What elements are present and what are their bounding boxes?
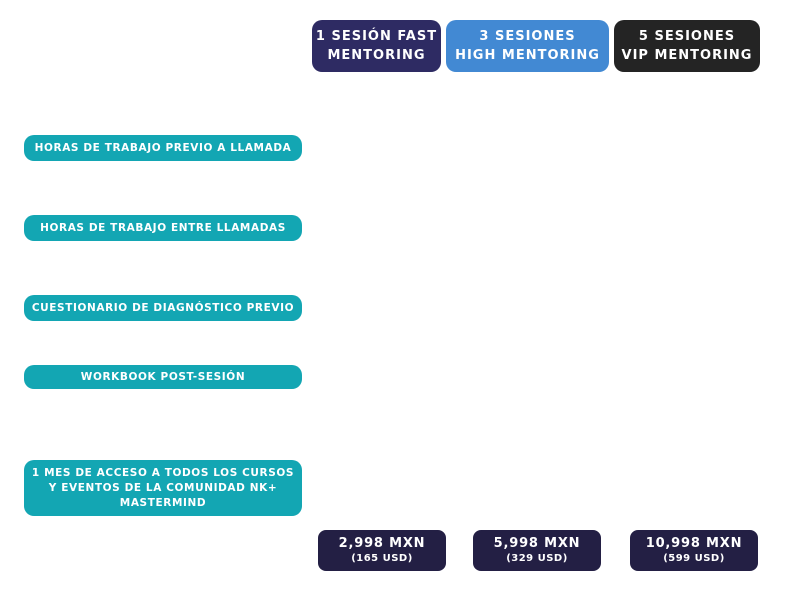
- feature-label-between-calls-hours: HORAS DE TRABAJO ENTRE LLAMADAS: [24, 215, 302, 241]
- feature-label-prework-hours: HORAS DE TRABAJO PREVIO A LLAMADA: [24, 135, 302, 161]
- feature-label-workbook: WORKBOOK POST-SESIÓN: [24, 365, 302, 389]
- price-badge-vip[interactable]: 10,998 MXN (599 USD): [630, 530, 758, 571]
- plan-title-line2: MENTORING: [327, 48, 426, 63]
- feature-label-diagnostic-questionnaire: CUESTIONARIO DE DIAGNÓSTICO PREVIO: [24, 295, 302, 321]
- plan-title-line2: VIP MENTORING: [621, 48, 753, 63]
- price-usd: (599 USD): [663, 552, 725, 564]
- plan-header-fast-mentoring[interactable]: 1 SESIÓN FAST MENTORING: [312, 20, 441, 72]
- price-usd: (165 USD): [351, 552, 413, 564]
- plan-header-high-mentoring[interactable]: 3 SESIONES HIGH MENTORING: [446, 20, 609, 72]
- price-badge-high[interactable]: 5,998 MXN (329 USD): [473, 530, 601, 571]
- feature-label-community-access: 1 MES DE ACCESO A TODOS LOS CURSOS Y EVE…: [24, 460, 302, 516]
- price-badge-fast[interactable]: 2,998 MXN (165 USD): [318, 530, 446, 571]
- plan-title-line2: HIGH MENTORING: [455, 48, 600, 63]
- plan-title-line1: 5 SESIONES: [638, 29, 736, 44]
- plan-header-vip-mentoring[interactable]: 5 SESIONES VIP MENTORING: [614, 20, 760, 72]
- price-amount: 10,998 MXN: [645, 535, 743, 551]
- price-usd: (329 USD): [506, 552, 568, 564]
- price-amount: 2,998 MXN: [338, 535, 426, 551]
- price-amount: 5,998 MXN: [493, 535, 581, 551]
- plan-title-line1: 1 SESIÓN FAST: [315, 29, 438, 44]
- plan-title-line1: 3 SESIONES: [479, 29, 576, 44]
